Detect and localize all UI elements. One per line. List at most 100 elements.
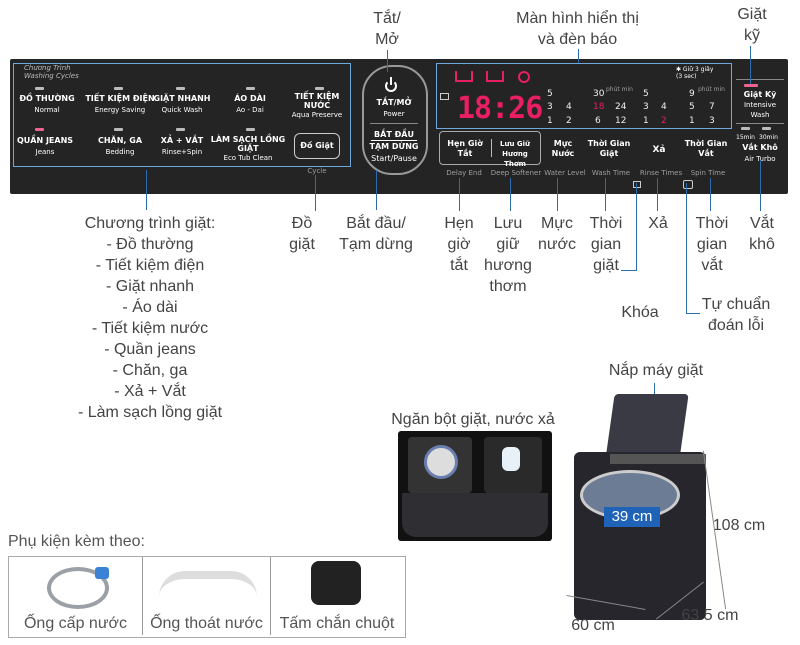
spin-icon [518, 71, 530, 83]
lock-indicator-icon [440, 93, 449, 100]
dim-60-label: 60 cm [571, 617, 615, 634]
rinse-1: 1 [643, 116, 649, 126]
lock-icon [633, 181, 641, 188]
rinse-5: 5 [643, 89, 649, 99]
callout-lock: Khóa [621, 304, 659, 321]
water-level-caption: Water Level [544, 169, 586, 177]
water-level-button[interactable]: Mực Nước [551, 139, 575, 158]
dispenser-photo [398, 431, 552, 541]
spin-min-unit: phút min [698, 86, 725, 93]
callout-lid: Nắp máy giặt [608, 362, 704, 379]
line-programs [146, 170, 147, 210]
spin-1: 1 [689, 116, 695, 126]
dispenser-fan-icon [424, 445, 458, 479]
line-start [376, 170, 377, 210]
callout-programs: Chương trình giặt: - Đồ thường - Tiết ki… [60, 213, 240, 423]
programs-item: - Áo dài [122, 299, 178, 316]
intensive-divider [736, 79, 784, 80]
rinse-button[interactable]: Xả [652, 145, 666, 155]
callout-spin-time: Thời gian vắt [695, 215, 729, 274]
wash-18: 18 [593, 102, 605, 112]
led-intensive [744, 84, 758, 87]
programs-item: - Chăn, ga [112, 362, 188, 379]
softener-icon [486, 71, 504, 82]
accessory-rat-guard: Tấm chắn chuột [271, 557, 403, 635]
airturbo-divider [736, 123, 784, 124]
spin-3: 3 [709, 116, 715, 126]
programs-item: - Tiết kiệm nước [91, 320, 209, 337]
spin-7: 7 [709, 102, 715, 112]
display-frame [436, 63, 732, 129]
dim-635-label: 63.5 cm [681, 607, 739, 624]
callout-dispenser: Ngăn bột giặt, nước xả [391, 411, 555, 428]
level-5: 5 [547, 89, 553, 99]
callout-power: Tắt/ Mở [373, 10, 401, 48]
led-bedding [114, 128, 123, 131]
level-3: 3 [547, 102, 553, 112]
line-delay [459, 178, 460, 211]
rinse-4: 4 [661, 102, 667, 112]
deep-softener-button[interactable]: Lưu Giữ Hương Thơm [500, 140, 530, 168]
rat-guard-icon [311, 561, 361, 605]
cycle-button-label: Đồ Giặt [300, 141, 334, 150]
wash-6: 6 [595, 116, 601, 126]
start-pause-button[interactable]: BẮT ĐẦU TẠM DỪNG Start/Pause [369, 130, 419, 163]
washing-cycles-frame [13, 63, 351, 167]
cycle-button[interactable] [294, 133, 340, 159]
rinse-times-caption: Rinse Times [639, 169, 683, 177]
level-1: 1 [547, 116, 553, 126]
programs-item: - Quần jeans [104, 341, 196, 358]
led-15min [741, 127, 750, 130]
line-washtime [605, 178, 606, 211]
dim-39-badge [604, 507, 660, 527]
line-lock [636, 183, 637, 271]
accessories-title: Phụ kiện kèm theo: [8, 533, 145, 550]
callout-cycle: Đồ giặt [289, 215, 315, 253]
cycle-caption: Cycle [307, 167, 327, 175]
dim-39-label: 39 cm [611, 508, 653, 525]
programs-item: - Xả + Vắt [114, 383, 186, 400]
inlet-hose-icon [47, 567, 109, 609]
line-check [686, 183, 687, 313]
line-display [578, 49, 579, 63]
callout-rinse: Xả [648, 215, 668, 232]
level-2: 2 [566, 116, 572, 126]
line-rinse [657, 178, 658, 211]
dim-108-label: 108 cm [712, 517, 766, 534]
spin-9: 9 [689, 89, 695, 99]
wash-24: 24 [615, 102, 627, 112]
power-icon[interactable] [385, 80, 397, 92]
washer-photo [566, 392, 718, 624]
line-lock-h [621, 270, 637, 271]
programs-item: - Tiết kiệm điện [95, 257, 205, 274]
led-quick [176, 87, 185, 90]
line-airturbo [760, 160, 761, 211]
line-intensive [750, 46, 751, 84]
spin-time-button[interactable]: Thời Gian Vắt [684, 139, 728, 158]
wash-time-caption: Wash Time [591, 169, 631, 177]
washer-lid [605, 394, 689, 460]
deep-softener-caption: Deep Softener [490, 169, 542, 177]
programs-title: Chương trình giặt: [84, 215, 216, 232]
delay-end-button[interactable]: Hẹn Giờ Tắt [447, 139, 483, 158]
callout-softener: Lưu giữ hương thơm [484, 215, 532, 295]
callout-display: Màn hình hiển thị và đèn báo [516, 10, 639, 48]
callout-water-level: Mực nước [537, 215, 577, 253]
wash-time-button[interactable]: Thời Gian Giặt [587, 139, 631, 158]
led-30min [762, 127, 771, 130]
rinse-3: 3 [643, 102, 649, 112]
